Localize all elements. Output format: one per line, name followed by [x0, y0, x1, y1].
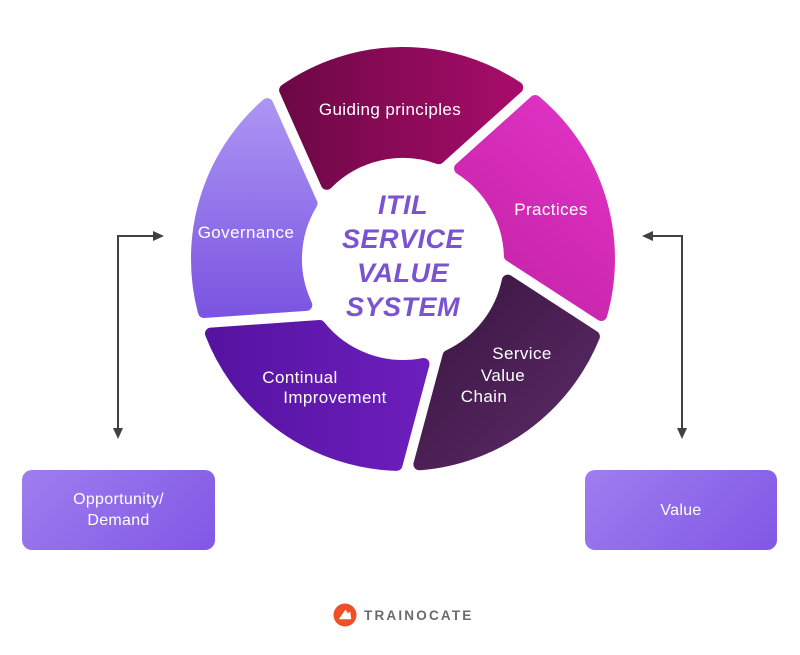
opportunity-demand-label: Opportunity/ Demand — [73, 491, 164, 529]
left-arrow-head-0 — [153, 231, 164, 241]
segment-practices — [454, 95, 615, 321]
segment-continual-improvement — [205, 320, 430, 471]
trainocate-logo-text: TRAINOCATE — [364, 607, 474, 623]
value-label: Value — [660, 501, 702, 519]
segment-label-service-value-chain-line2: Value — [480, 366, 526, 385]
right-arrow — [653, 235, 683, 428]
segment-label-continual-improvement-line1: Continual — [262, 368, 338, 387]
mountain-swoosh-icon — [333, 603, 357, 627]
segment-governance — [191, 98, 318, 318]
segment-label-practices: Practices — [514, 200, 588, 219]
segment-label-governance: Governance — [197, 223, 295, 242]
left-arrow-head-1 — [113, 428, 123, 439]
segment-label-service-value-chain-line1: Service — [492, 344, 552, 363]
left-arrow — [117, 235, 153, 428]
trainocate-logo: TRAINOCATE — [333, 603, 474, 627]
segment-guiding-principles — [279, 47, 524, 190]
segment-service-value-chain — [413, 274, 600, 471]
diagram-center-title: ITIL SERVICE VALUE SYSTEM — [341, 190, 465, 322]
value-box: Value — [585, 470, 777, 550]
right-arrow-head-0 — [642, 231, 653, 241]
opportunity-demand-box: Opportunity/ Demand — [22, 470, 215, 550]
right-arrow-head-1 — [677, 428, 687, 439]
segment-label-continual-improvement-line2: Improvement — [283, 388, 387, 407]
segment-label-service-value-chain-line3: Chain — [460, 387, 508, 406]
segment-label-guiding-principles: Guiding principles — [318, 100, 462, 119]
